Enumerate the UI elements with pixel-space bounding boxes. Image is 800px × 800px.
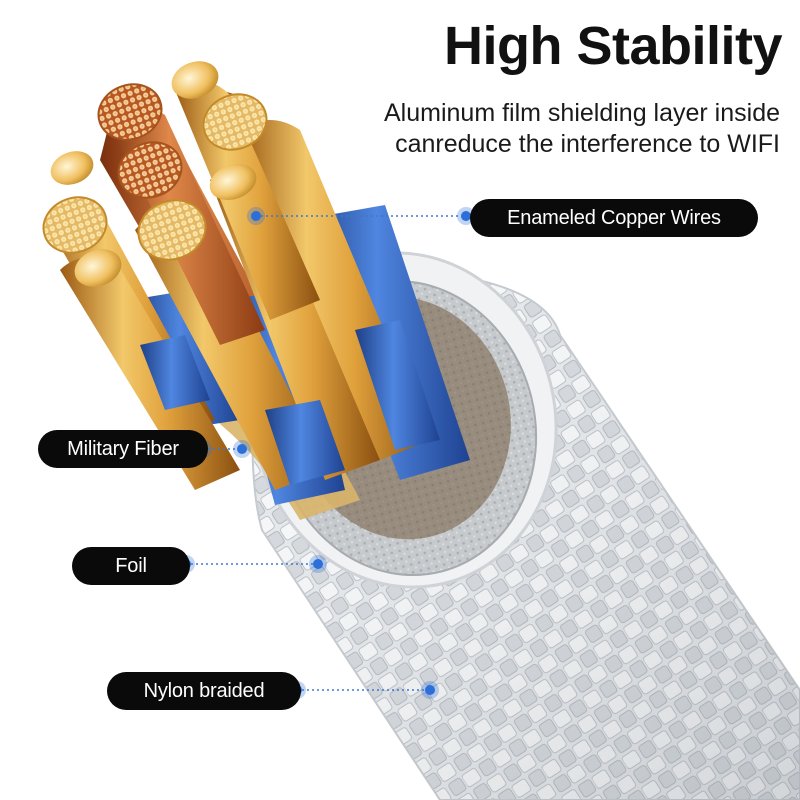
callout-foil: Foil bbox=[72, 547, 190, 585]
wire-end-caps bbox=[42, 61, 268, 287]
blue-dot-icon bbox=[313, 559, 323, 569]
headline: High Stability bbox=[443, 16, 783, 76]
subtitle-line-1: Aluminum film shielding layer inside bbox=[384, 99, 780, 127]
callout-nylon-braided: Nylon braided bbox=[107, 672, 301, 710]
subtitle-line-2: canreduce the interference to WIFI bbox=[395, 130, 780, 158]
blue-dot-icon bbox=[461, 211, 471, 221]
blue-dot-icon bbox=[251, 211, 261, 221]
callout-enameled-copper-wires: Enameled Copper Wires bbox=[470, 199, 758, 237]
blue-dot-icon bbox=[425, 685, 435, 695]
blue-dot-icon bbox=[237, 444, 247, 454]
callout-military-fiber: Military Fiber bbox=[38, 430, 208, 468]
